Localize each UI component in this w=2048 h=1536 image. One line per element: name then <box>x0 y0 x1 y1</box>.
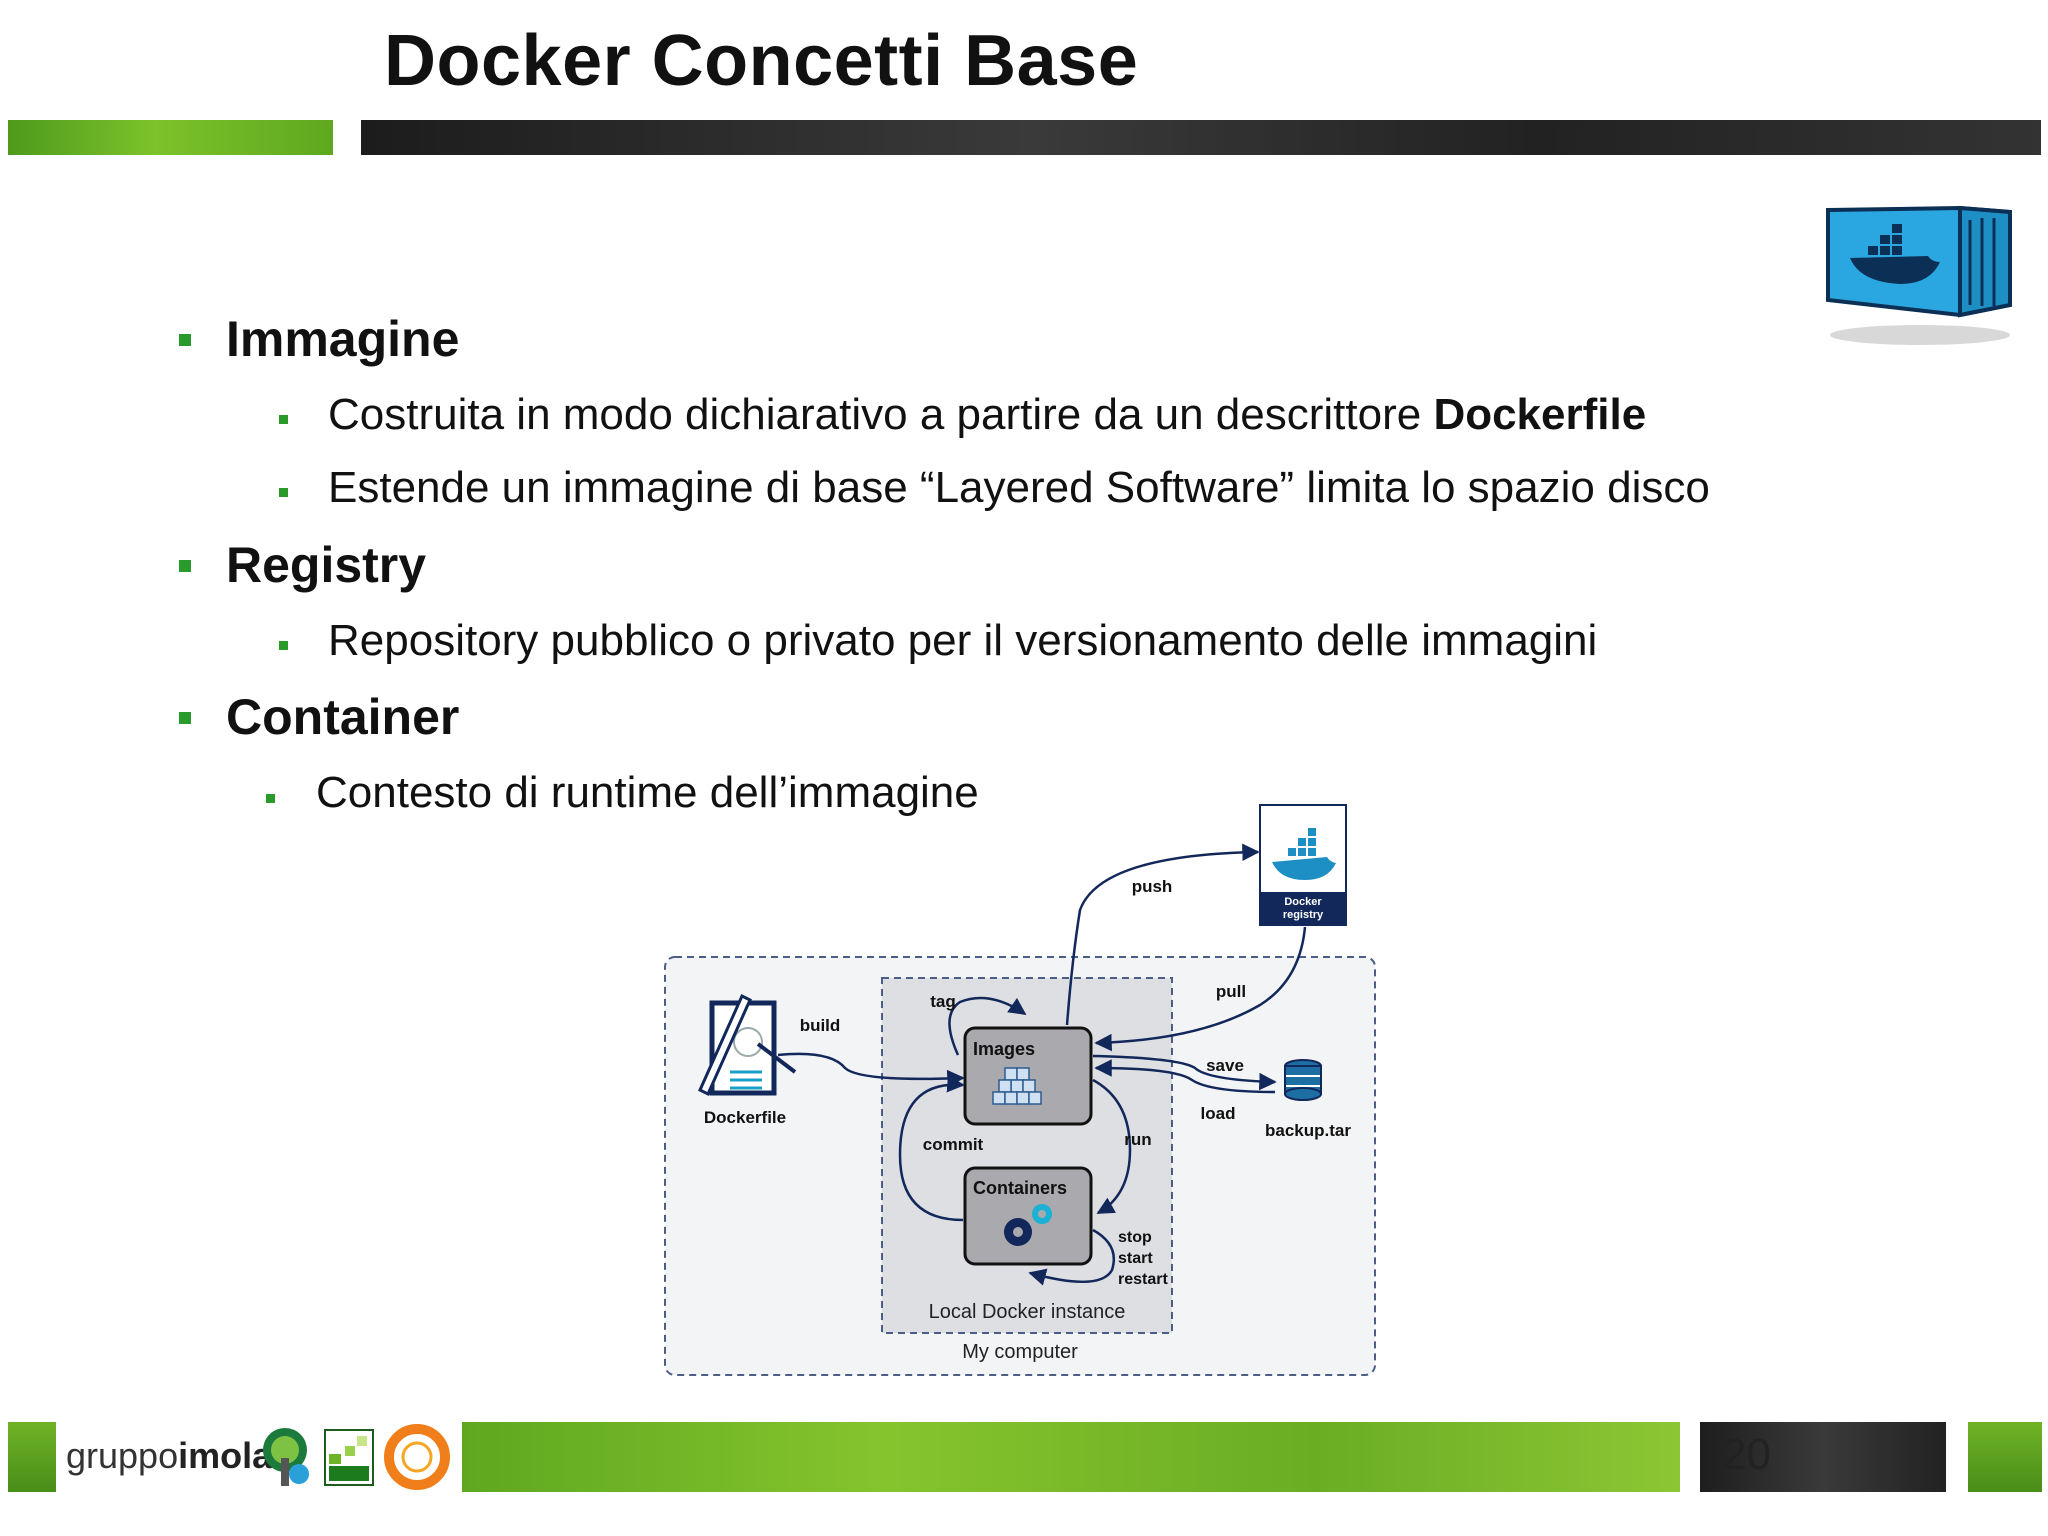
footer-page-block <box>1700 1422 1946 1492</box>
load-arrow <box>1094 1059 1276 1094</box>
build-label: build <box>800 1016 841 1035</box>
images-label: Images <box>973 1039 1035 1059</box>
footer-green-block-right <box>1968 1422 2042 1492</box>
commit-arrow <box>898 1075 965 1222</box>
footer-green-block-left <box>8 1422 56 1492</box>
bullet-marker <box>279 488 288 497</box>
ip-logo <box>263 1428 309 1486</box>
push-arrow <box>1065 843 1260 1026</box>
build-arrow <box>777 1052 965 1088</box>
containers-box <box>963 1166 1093 1266</box>
bullet-heading-registry: Registry <box>226 537 427 593</box>
bold-term: Dockerfile <box>1433 390 1647 439</box>
image-layers-icon <box>992 1067 1042 1105</box>
backup-label: backup.tar <box>1265 1121 1351 1140</box>
run-label: run <box>1124 1130 1151 1149</box>
bullet-item: Costruita in modo dichiarativo a partire… <box>328 390 1647 439</box>
stop-label: stop <box>1118 1229 1152 1246</box>
save-label: save <box>1206 1056 1244 1075</box>
docker-container-icon <box>1826 205 2012 345</box>
slide-title: Docker Concetti Base <box>384 21 1139 101</box>
header-green-bar <box>8 120 333 155</box>
bullet-marker <box>179 334 191 346</box>
partner-logos <box>263 1424 450 1490</box>
gruppo-imola-logo: gruppoimola <box>66 1435 273 1476</box>
pull-arrow <box>1094 926 1307 1052</box>
registry-label-line1: Docker <box>1284 896 1322 908</box>
gears-icon <box>1004 1204 1052 1246</box>
docker-registry-icon <box>1259 804 1347 926</box>
bullet-item: Estende un immagine di base “Layered Sof… <box>328 463 1710 512</box>
run-arrow <box>1092 1078 1132 1215</box>
dockerfile-label: Dockerfile <box>704 1108 786 1127</box>
page-number: 20 <box>1722 1430 1771 1479</box>
pull-label: pull <box>1216 982 1246 1001</box>
containers-label: Containers <box>973 1178 1067 1198</box>
orange-ring-logo <box>384 1424 450 1490</box>
tag-label: tag <box>930 992 956 1011</box>
footer-green-bar <box>462 1422 1680 1492</box>
bullet-marker <box>279 641 288 650</box>
my-computer-label: My computer <box>962 1341 1078 1363</box>
database-icon <box>1284 1059 1322 1101</box>
bullet-heading-container: Container <box>226 689 460 745</box>
start-label: start <box>1118 1250 1153 1267</box>
dockerfile-icon <box>698 993 797 1097</box>
registry-label-line2: registry <box>1283 909 1324 921</box>
commit-label: commit <box>923 1135 984 1154</box>
restart-label: restart <box>1118 1271 1168 1288</box>
push-label: push <box>1132 877 1173 896</box>
local-instance-label: Local Docker instance <box>929 1301 1126 1323</box>
bullet-item: Repository pubblico o privato per il ver… <box>328 616 1598 665</box>
bullet-item: Contesto di runtime dell’immagine <box>316 768 979 817</box>
header-dark-bar <box>361 120 2041 155</box>
pixel-logo <box>324 1429 374 1486</box>
bullet-marker <box>179 560 191 572</box>
bullet-marker <box>179 712 191 724</box>
tag-arrow <box>948 996 1027 1056</box>
docker-workflow-diagram: My computer Local Docker instance Docker… <box>664 804 1376 1376</box>
load-label: load <box>1201 1104 1236 1123</box>
save-arrow <box>1092 1054 1277 1091</box>
bullet-marker <box>279 415 288 424</box>
bullet-marker <box>266 794 275 803</box>
lifecycle-arrow <box>1028 1228 1116 1286</box>
bullet-heading-immagine: Immagine <box>226 311 460 367</box>
